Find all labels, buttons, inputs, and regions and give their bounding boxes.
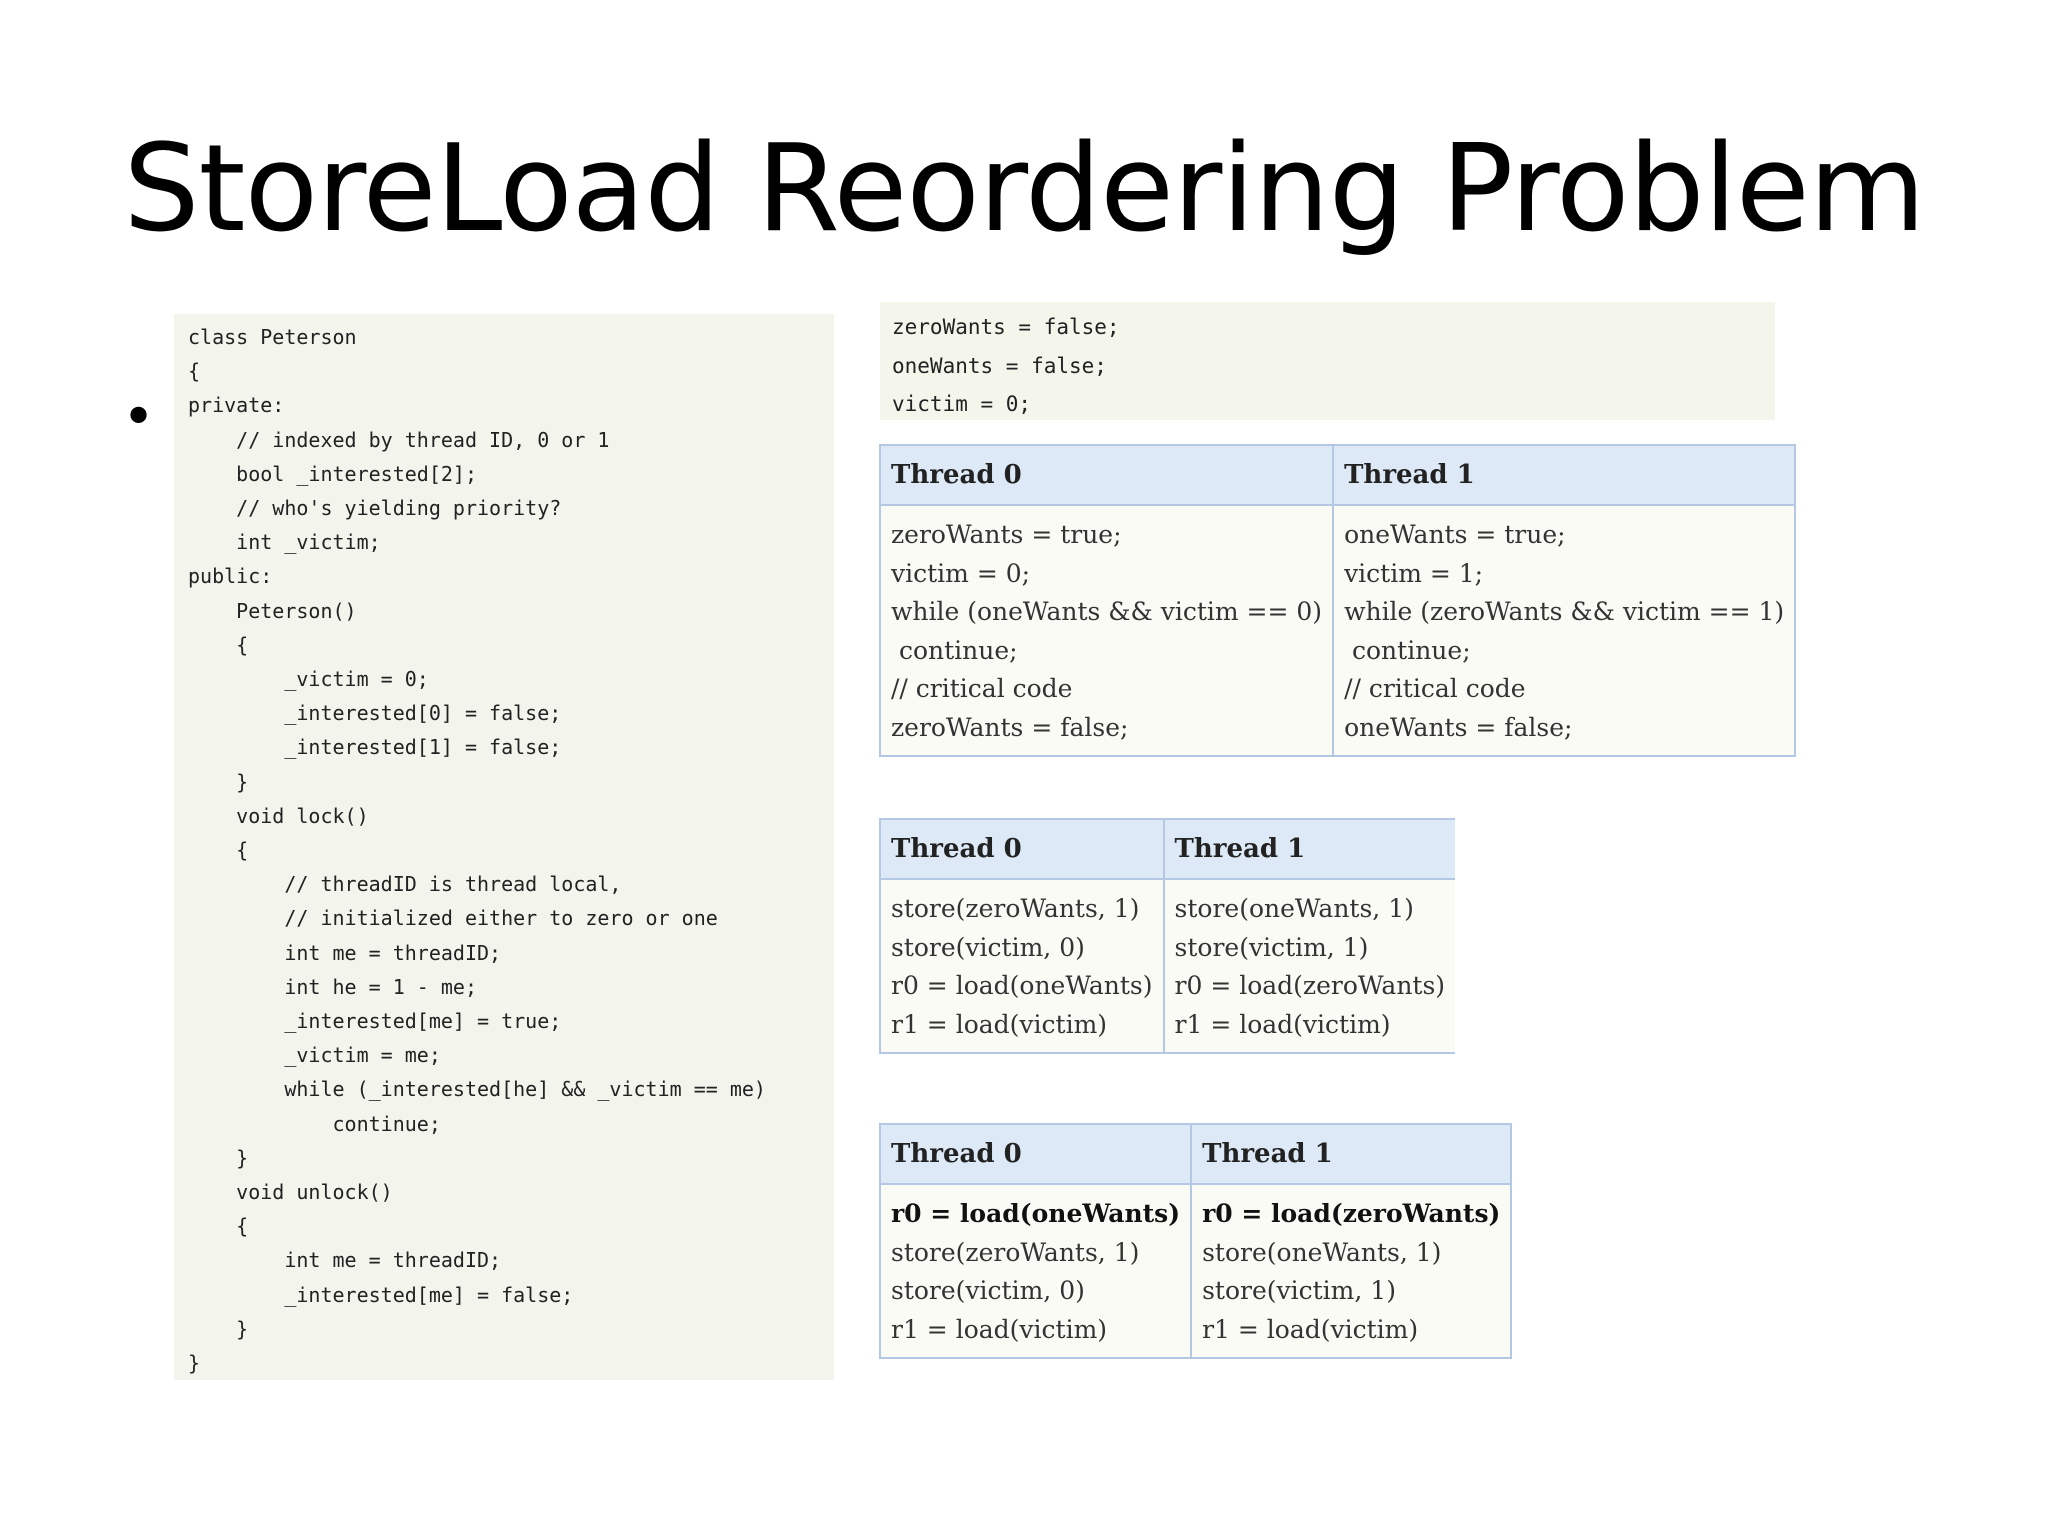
code-line: _interested[0] = false;: [188, 701, 562, 726]
code-line: _interested[me] = true;: [188, 1009, 562, 1034]
code-line: bool _interested[2];: [188, 461, 477, 486]
thread-1-code: oneWants = true; victim = 1; while (zeroWa…: [1332, 504, 1797, 757]
code-line: store(victim, 1): [1202, 1276, 1396, 1305]
code-line: zeroWants = false;: [892, 315, 1120, 339]
code-line: }: [188, 1145, 249, 1170]
peterson-code: class Peterson { private: // indexed by th…: [174, 314, 834, 1380]
init-code: zeroWants = false; oneWants = false; victi…: [880, 302, 1775, 424]
thread-0-code: r0 = load(oneWants) store(zeroWants, 1) st…: [878, 1183, 1193, 1359]
code-line: // who's yielding priority?: [188, 496, 562, 521]
code-line: }: [188, 769, 249, 794]
code-line: while (oneWants && victim == 0): [891, 597, 1323, 626]
code-line: oneWants = false;: [892, 353, 1107, 378]
code-line: r1 = load(victim): [891, 1314, 1108, 1344]
code-line: {: [188, 838, 249, 863]
code-line: Peterson(): [188, 598, 357, 623]
code-line: int me = threadID;: [188, 1248, 502, 1273]
thread-0-header: Thread 0: [878, 1123, 1193, 1185]
code-line: _interested[1] = false;: [188, 735, 562, 760]
code-line: continue;: [891, 635, 1018, 665]
code-line: // critical code: [1344, 674, 1526, 703]
thread-0-header: Thread 0: [879, 818, 1165, 880]
code-line: }: [188, 1316, 249, 1341]
code-line: oneWants = true;: [1344, 520, 1566, 549]
code-line: victim = 0;: [892, 392, 1032, 416]
code-line: _interested[me] = false;: [188, 1282, 574, 1307]
code-line: _victim = me;: [188, 1043, 441, 1068]
thread-table-2: Thread 0 Thread 1 store(zeroWants, 1)sto…: [879, 818, 1456, 1054]
code-line: private:: [188, 393, 285, 418]
thread-table-3: Thread 0 Thread 1 r0 = load(oneWants) sto…: [878, 1123, 1513, 1359]
code-line: store(zeroWants, 1): [891, 894, 1140, 923]
code-line: // initialized either to zero or one: [188, 906, 718, 931]
thread-1-code: r0 = load(zeroWants) store(oneWants, 1) st…: [1190, 1183, 1513, 1359]
code-line: continue;: [1344, 635, 1471, 665]
code-line: {: [188, 1214, 249, 1239]
code-line: // critical code: [891, 674, 1073, 703]
code-line: public:: [188, 564, 273, 589]
code-line: continue;: [188, 1111, 441, 1136]
code-line: {: [188, 632, 249, 657]
code-line: r0 = load(zeroWants): [1174, 971, 1446, 1000]
code-line: r0 = load(zeroWants): [1202, 1199, 1501, 1228]
code-line: int me = threadID;: [188, 940, 502, 965]
code-line: store(victim, 1): [1174, 932, 1369, 962]
thread-1-header: Thread 1: [1162, 818, 1456, 880]
code-line: store(victim, 0): [891, 1276, 1085, 1305]
code-line: int he = 1 - me;: [188, 974, 477, 999]
code-line: r1 = load(victim): [891, 1009, 1108, 1039]
slide-title: StoreLoad Reordering Problem: [123, 120, 1925, 259]
thread-0-code: store(zeroWants, 1) store(victim, 0) r0 = …: [879, 878, 1165, 1054]
thread-0-code: zeroWants = true; victim = 0; while (oneWa…: [878, 504, 1335, 757]
code-line: {: [188, 359, 201, 384]
code-line: while (_interested[he] && _victim == me): [188, 1077, 766, 1102]
code-line: r0 = load(oneWants): [891, 1199, 1181, 1228]
code-line: store(victim, 0): [891, 932, 1085, 962]
code-line: zeroWants = false;: [891, 712, 1129, 742]
thread-1-code: store(oneWants, 1) store(victim, 1) r0 = l…: [1162, 878, 1456, 1054]
code-line: _victim = 0;: [188, 667, 429, 692]
code-line: // indexed by thread ID, 0 or 1: [188, 427, 610, 452]
init-code-panel: zeroWants = false; oneWants = false; victi…: [880, 302, 1775, 420]
code-line: store(oneWants, 1): [1202, 1237, 1442, 1267]
thread-1-header: Thread 1: [1190, 1123, 1513, 1185]
code-line: while (zeroWants && victim == 1): [1344, 597, 1785, 626]
peterson-code-panel: class Peterson { private: // indexed by th…: [174, 314, 834, 1380]
code-line: victim = 0;: [891, 558, 1031, 588]
code-line: oneWants = false;: [1344, 712, 1573, 742]
code-line: store(oneWants, 1): [1174, 894, 1414, 923]
code-line: r0 = load(oneWants): [891, 971, 1153, 1000]
code-line: // threadID is thread local,: [188, 872, 622, 897]
thread-table-1: Thread 0 Thread 1 zeroWants = true; victi…: [878, 444, 1797, 757]
thread-0-header: Thread 0: [878, 444, 1335, 506]
code-line: r1 = load(victim): [1202, 1314, 1419, 1344]
code-line: void unlock(): [188, 1180, 393, 1205]
code-line: }: [188, 1351, 201, 1376]
code-line: r1 = load(victim): [1174, 1009, 1391, 1039]
code-line: zeroWants = true;: [891, 520, 1122, 549]
code-line: store(zeroWants, 1): [891, 1237, 1140, 1267]
code-line: victim = 1;: [1344, 558, 1484, 588]
bullet-point: •: [122, 385, 156, 450]
code-line: int _victim;: [188, 530, 381, 555]
code-line: class Peterson: [188, 325, 357, 349]
thread-1-header: Thread 1: [1332, 444, 1797, 506]
code-line: void lock(): [188, 803, 369, 828]
